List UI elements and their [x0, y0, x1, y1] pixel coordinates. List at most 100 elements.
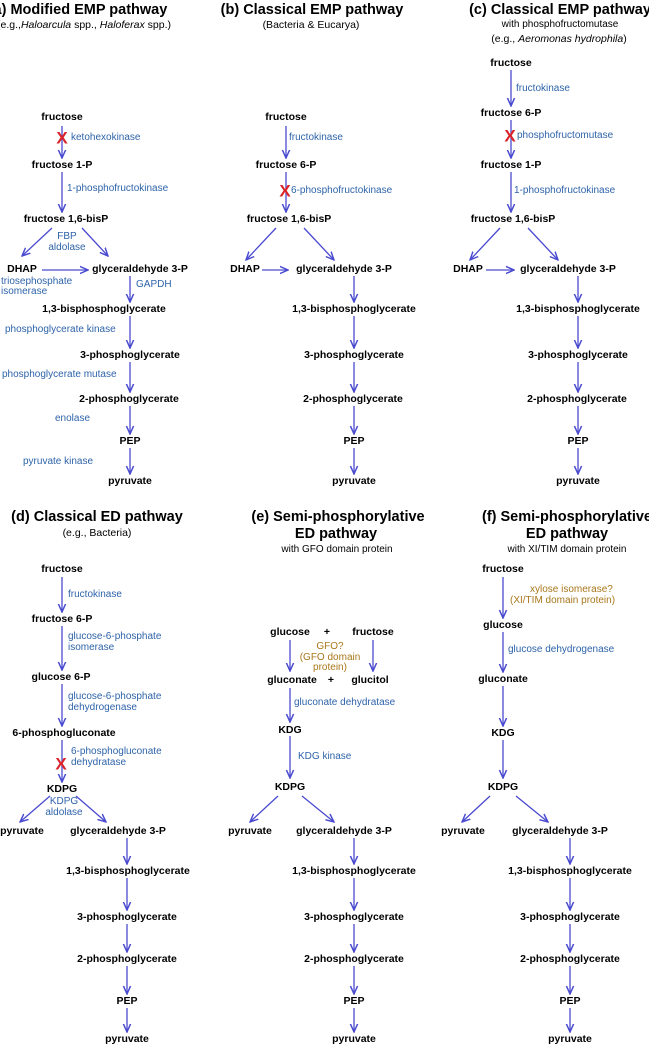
arrow-f-kdpg-g3p	[515, 795, 548, 822]
enzyme-label-line: aldolase	[45, 806, 83, 818]
enzyme-label-line: (XI/TIM domain protein)	[510, 594, 616, 606]
subtitle-text: spp.,	[74, 19, 97, 31]
metabolite-fructose: fructose	[41, 563, 83, 575]
enzyme-label-line: GFO?	[316, 641, 344, 652]
metabolite-2pg: 2-phosphoglycerate	[520, 953, 620, 965]
enzyme-label-line: protein)	[313, 662, 347, 673]
metabolite-pep: PEP	[559, 995, 581, 1007]
subtitle-text: spp.)	[147, 19, 171, 31]
panel-a-title: (a) Modified EMP pathway	[0, 2, 168, 18]
metabolite-13-bpg: 1,3-bisphosphoglycerate	[516, 303, 640, 315]
arrow-f-kdpg-pyr	[462, 795, 491, 822]
enzyme-label-line: glucose-6-phosphate	[68, 691, 162, 702]
subtitle-species: Aeromonas hydrophila	[518, 33, 624, 45]
subtitle-text: (e.g.,	[491, 33, 516, 45]
metabolite-2pg: 2-phosphoglycerate	[79, 393, 179, 405]
metabolite-fructose-6p: fructose 6-P	[255, 159, 317, 171]
metabolite-g3p: glyceraldehyde 3-P	[92, 263, 188, 275]
enzyme-label-line: triosephosphate	[1, 276, 73, 287]
metabolite-fructose-6p: fructose 6-P	[31, 613, 93, 625]
blocked-x-icon: X	[55, 754, 67, 774]
metabolite-pyruvate: pyruvate	[108, 475, 152, 487]
metabolite-glucose-6p: glucose 6-P	[31, 671, 91, 683]
subtitle-text: (e.g.,	[0, 19, 21, 31]
metabolite-gluconate: gluconate	[267, 674, 317, 686]
metabolite-pep: PEP	[116, 995, 138, 1007]
metabolite-g3p: glyceraldehyde 3-P	[520, 263, 616, 275]
arrow-c-fbp-g3p	[527, 227, 558, 260]
metabolite-13-bpg: 1,3-bisphosphoglycerate	[292, 865, 416, 877]
plus-sign: +	[323, 626, 331, 638]
enzyme-label-line: dehydratase	[71, 756, 127, 768]
metabolite-pep: PEP	[343, 995, 365, 1007]
subtitle-genus: Haloarcula	[20, 19, 72, 31]
subtitle-genus: Haloferax	[99, 19, 145, 31]
enzyme-gluconate-dehydratase: gluconate dehydratase	[294, 697, 396, 708]
metabolite-g3p: glyceraldehyde 3-P	[70, 825, 166, 837]
panel-c-subtitle: with phosphofructomutase	[501, 19, 619, 30]
panel-f-title: (f) Semi-phosphorylative	[482, 509, 649, 525]
metabolite-glucose: glucose	[483, 619, 523, 631]
metabolite-3pg: 3-phosphoglycerate	[520, 911, 620, 923]
metabolite-glucitol: glucitol	[351, 674, 389, 686]
enzyme-glucose-6-phosphate-isomerase: glucose-6-phosphate isomerase	[68, 631, 162, 653]
metabolite-pyruvate: pyruvate	[105, 1033, 149, 1045]
arrow-b-fbp-dhap	[246, 227, 277, 260]
enzyme-triosephosphate-isomerase: triosephosphate isomerase	[1, 277, 72, 297]
metabolite-pyruvate: pyruvate	[332, 475, 376, 487]
enzyme-phosphofructomutase: phosphofructomutase	[517, 130, 614, 141]
plus-sign: +	[327, 674, 335, 686]
metabolite-kdpg: KDPG	[487, 781, 519, 793]
panel-e-title-line2: ED pathway	[294, 526, 378, 542]
arrow-c-fbp-dhap	[470, 227, 501, 260]
metabolite-3pg: 3-phosphoglycerate	[80, 349, 180, 361]
panel-c-title: (c) Classical EMP pathway	[469, 2, 649, 18]
metabolite-dhap: DHAP	[453, 263, 483, 275]
enzyme-glucose-6-phosphate-dehydrogenase: glucose-6-phosphate dehydrogenase	[68, 691, 162, 713]
enzyme-phosphoglycerate-mutase: phosphoglycerate mutase	[2, 369, 117, 380]
panel-e-subtitle: with GFO domain protein	[281, 544, 393, 555]
metabolite-fructose: fructose	[352, 626, 394, 638]
enzyme-label-line: FBP	[57, 231, 77, 242]
arrow-d-kdpg-pyr	[20, 795, 51, 822]
metabolite-gluconate: gluconate	[478, 673, 528, 685]
metabolite-dhap: DHAP	[230, 263, 260, 275]
metabolite-2pg: 2-phosphoglycerate	[303, 393, 403, 405]
metabolite-fructose-bisp: fructose 1,6-bisP	[246, 213, 332, 225]
metabolite-pep: PEP	[343, 435, 365, 447]
subtitle-text: )	[623, 33, 627, 45]
metabolite-3pg: 3-phosphoglycerate	[304, 349, 404, 361]
metabolite-pep: PEP	[119, 435, 141, 447]
metabolite-2pg: 2-phosphoglycerate	[77, 953, 177, 965]
enzyme-1-phosphofructokinase: 1-phosphofructokinase	[514, 185, 616, 196]
enzyme-fructokinase: fructokinase	[289, 132, 343, 143]
enzyme-6-phosphofructokinase: 6-phosphofructokinase	[291, 185, 393, 196]
metabolite-pyruvate: pyruvate	[332, 1033, 376, 1045]
arrow-d-kdpg-g3p	[75, 795, 106, 822]
arrow-a-fbp-g3p	[81, 227, 108, 256]
enzyme-gfo-domain-protein: GFO? (GFO domain protein)	[299, 641, 361, 674]
enzyme-label-line: xylose isomerase?	[530, 584, 613, 595]
metabolite-fructose-bisp: fructose 1,6-bisP	[470, 213, 556, 225]
panel-a-subtitle: (e.g.,Haloarcula spp., Haloferax spp.)	[0, 19, 171, 31]
metabolite-3pg: 3-phosphoglycerate	[77, 911, 177, 923]
metabolite-pep: PEP	[567, 435, 589, 447]
metabolite-fructose: fructose	[265, 111, 307, 123]
arrow-e-kdpg-g3p	[301, 795, 334, 822]
enzyme-label-line: dehydrogenase	[68, 701, 137, 713]
metabolite-kdpg: KDPG	[46, 783, 78, 795]
enzyme-label-line: (GFO domain	[299, 651, 361, 663]
metabolite-kdpg: KDPG	[274, 781, 306, 793]
metabolite-fructose-1p: fructose 1-P	[480, 159, 542, 171]
enzyme-label-line: glucose-6-phosphate	[68, 631, 162, 642]
arrow-e-kdpg-pyr	[250, 795, 279, 822]
metabolite-pyruvate: pyruvate	[556, 475, 600, 487]
enzyme-xylose-isomerase: xylose isomerase? (XI/TIM domain protein…	[510, 584, 616, 606]
metabolite-fructose-6p: fructose 6-P	[480, 107, 542, 119]
enzyme-fbp-aldolase: FBP aldolase	[48, 231, 85, 253]
metabolite-g3p: glyceraldehyde 3-P	[296, 263, 392, 275]
metabolite-13-bpg: 1,3-bisphosphoglycerate	[508, 865, 632, 877]
enzyme-phosphoglycerate-kinase: phosphoglycerate kinase	[5, 324, 116, 335]
